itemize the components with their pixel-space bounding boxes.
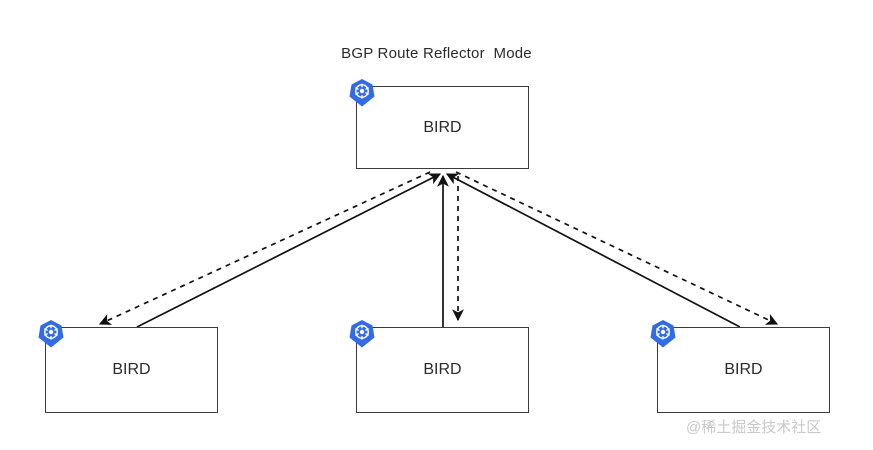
node-bird-reflector[interactable]: BIRD [349,79,529,169]
watermark: @稀土掘金技术社区 [686,419,822,436]
node-bird-client-right[interactable]: BIRD [650,320,830,413]
node-label: BIRD [724,361,763,378]
kubernetes-icon [349,320,375,348]
kubernetes-icon [349,79,375,107]
kubernetes-icon [650,320,676,348]
page-title: BGP Route Reflector Mode [341,45,532,62]
node-bird-client-left[interactable]: BIRD [38,320,218,413]
node-label: BIRD [112,361,151,378]
connection-top-to-left-dashed [98,171,431,325]
connection-left-to-top-solid [136,173,442,328]
connection-right-to-top-solid [445,173,741,328]
kubernetes-icon [38,320,64,348]
node-label: BIRD [423,118,462,136]
node-bird-client-middle[interactable]: BIRD [349,320,529,413]
node-label: BIRD [423,361,462,378]
connection-top-to-right-dashed [455,171,779,325]
